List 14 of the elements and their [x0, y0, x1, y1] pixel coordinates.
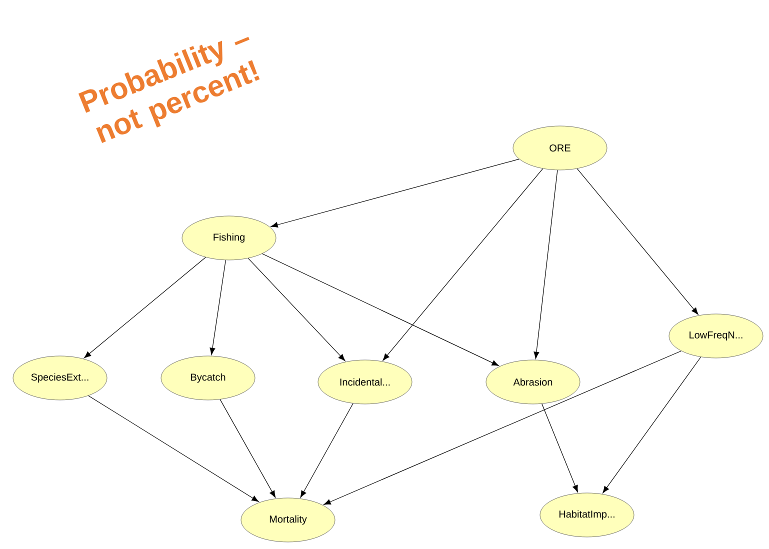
arrow: [382, 168, 544, 361]
arrow: [576, 168, 698, 315]
arrow: [210, 260, 226, 355]
arrow: [248, 258, 346, 362]
arrow: [324, 350, 682, 505]
arrow: [270, 158, 520, 228]
arrow: [84, 257, 206, 358]
arrow: [262, 253, 499, 366]
arrow: [88, 395, 259, 502]
arrow: [220, 399, 276, 498]
arrow: [542, 404, 578, 492]
arrow: [534, 170, 558, 359]
arrow: [300, 403, 354, 498]
arrow: [602, 356, 702, 494]
